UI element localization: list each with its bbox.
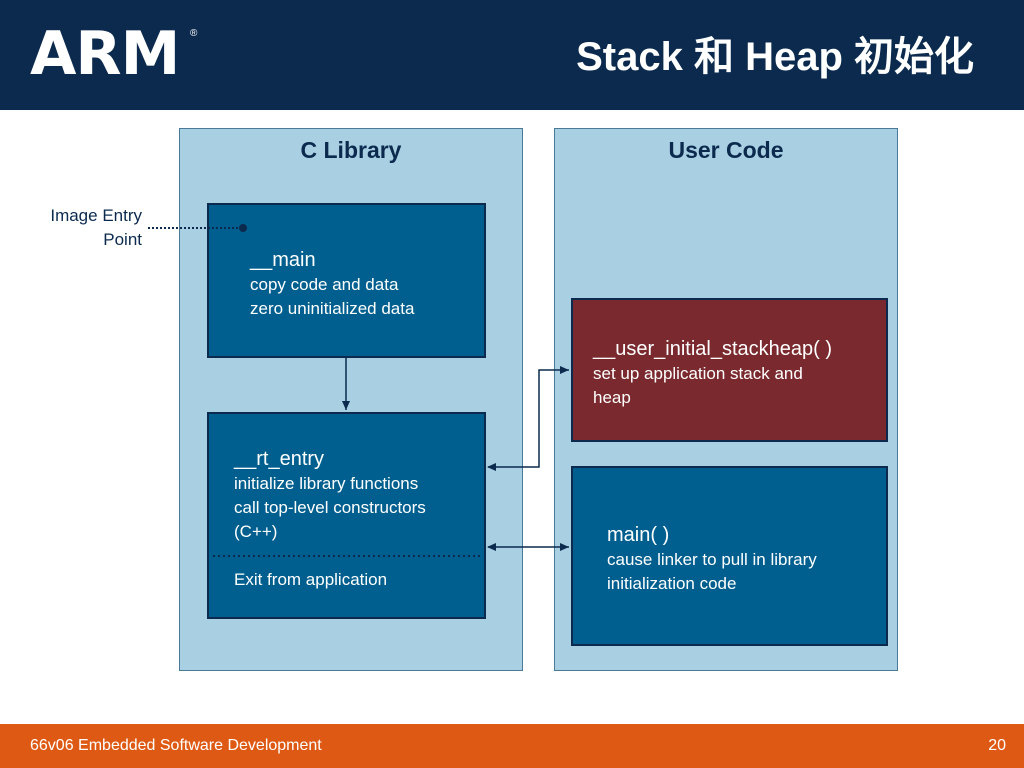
page-number: 20 [988, 737, 1006, 754]
entry-label-line1: Image Entry [50, 206, 142, 225]
rt-entry-box-line: call top-level constructors [234, 498, 426, 517]
main-box-line: copy code and data [250, 275, 399, 294]
registered-mark: ® [190, 28, 198, 39]
rt-entry-box: __rt_entry initialize library functions … [207, 412, 486, 619]
entry-label-line2: Point [103, 230, 142, 249]
exit-from-application-label: Exit from application [234, 570, 388, 589]
rt-entry-stackheap-arrow [487, 366, 569, 471]
slide-title: Stack 和 Heap 初始化 [576, 35, 974, 79]
rt-entry-box-line: (C++) [234, 522, 278, 541]
main-box-line: zero uninitialized data [250, 299, 415, 318]
c-library-heading: C Library [300, 137, 402, 163]
user-main-box-title: main( ) [607, 524, 670, 546]
course-title: 66v06 Embedded Software Development [30, 737, 322, 754]
footer-bar: 66v06 Embedded Software Development 20 [0, 724, 1024, 768]
main-box: __main copy code and data zero uninitial… [207, 203, 486, 358]
image-entry-point-label: Image Entry Point [50, 204, 142, 252]
rt-entry-box-line: initialize library functions [234, 474, 419, 493]
header-bar: ARM ® Stack 和 Heap 初始化 [0, 0, 1024, 110]
arm-logo: ARM [30, 19, 180, 89]
stackheap-box-line: heap [593, 388, 631, 407]
stackheap-box-title: __user_initial_stackheap( ) [593, 338, 833, 360]
rt-entry-box-title: __rt_entry [234, 448, 325, 470]
user-main-box: main( ) cause linker to pull in library … [571, 466, 888, 646]
entry-point-dot [239, 224, 247, 232]
stackheap-box-line: set up application stack and [593, 364, 803, 383]
user-main-box-line: initialization code [607, 574, 737, 593]
user-main-box-line: cause linker to pull in library [607, 550, 817, 569]
user-code-heading: User Code [668, 137, 784, 163]
user-initial-stackheap-box: __user_initial_stackheap( ) set up appli… [571, 298, 888, 442]
main-box-title: __main [250, 249, 316, 271]
